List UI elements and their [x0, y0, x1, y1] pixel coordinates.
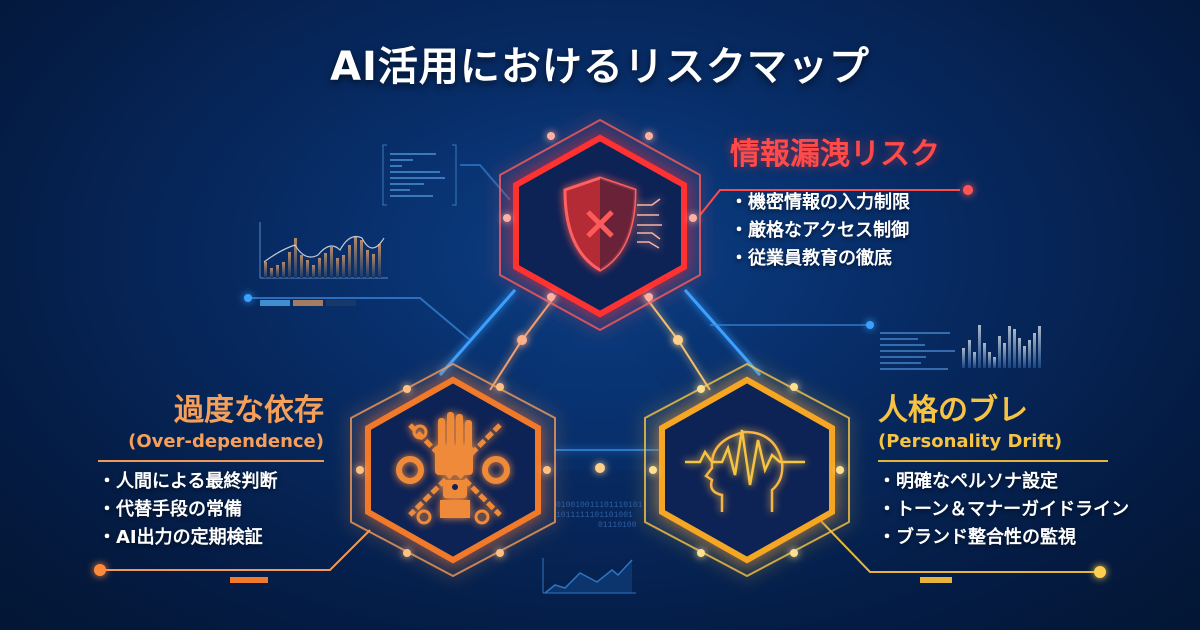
chained-hand-lock-icon: [396, 412, 510, 525]
list-item: 明確なペルソナ設定: [878, 468, 1108, 496]
svg-text:1011111101101001: 1011111101101001: [556, 511, 633, 520]
heading-personality-drift: 人格のブレ: [878, 393, 1028, 428]
shield-x-icon: [563, 176, 662, 272]
list-item: 厳格なアクセス制御: [730, 217, 940, 245]
svg-text:01110100: 01110100: [598, 521, 637, 530]
divider: [878, 460, 1108, 462]
panel-over-dependence: 過度な依存 (Over-dependence) 人間による最終判断 代替手段の常…: [98, 394, 324, 552]
heading-over-dependence: 過度な依存: [174, 393, 324, 428]
decor-bar-chart-right: [962, 325, 1041, 368]
list-item: 従業員教育の徹底: [730, 245, 940, 273]
divider: [98, 460, 324, 462]
heading-info-leak: 情報漏洩リスク: [730, 137, 940, 172]
list-item: ブランド整合性の監視: [878, 524, 1108, 552]
list-info-leak: 機密情報の入力制限 厳格なアクセス制御 従業員教育の徹底: [730, 189, 940, 273]
list-item: 人間による最終判断: [98, 468, 324, 496]
hexagon-dots-right: [649, 383, 844, 557]
list-over-dependence: 人間による最終判断 代替手段の常備 AI出力の定期検証: [98, 468, 324, 552]
decor-code-bracket: [382, 144, 457, 206]
hexagon-dots-left: [356, 383, 551, 557]
connector-dots: [94, 185, 1106, 578]
decor-line-chart-bottom: [542, 558, 636, 594]
blue-beams: [438, 289, 762, 451]
svg-text:010010011101110101: 010010011101110101: [556, 501, 643, 510]
decor-bar-chart-left: [259, 222, 388, 306]
head-waveform-icon: [685, 429, 805, 512]
decor-code-lines-right: [880, 332, 955, 370]
list-personality-drift: 明確なペルソナ設定 トーン＆マナーガイドライン ブランド整合性の監視: [878, 468, 1129, 552]
subheading-over-dependence: (Over-dependence): [128, 431, 324, 452]
subheading-personality-drift: (Personality Drift): [878, 431, 1063, 452]
list-item: 代替手段の常備: [98, 496, 324, 524]
page-title: AI活用におけるリスクマップ: [330, 44, 870, 90]
list-item: AI出力の定期検証: [98, 524, 324, 552]
decor-binary-text: 010010011101110101 1011111101101001 0111…: [556, 501, 643, 530]
hexagon-dots-top: [503, 132, 697, 301]
panel-info-leak: 情報漏洩リスク 機密情報の入力制限 厳格なアクセス制御 従業員教育の徹底: [730, 138, 940, 273]
decor-status-bars: [230, 577, 952, 583]
list-item: 機密情報の入力制限: [730, 189, 940, 217]
list-item: トーン＆マナーガイドライン: [878, 496, 1129, 524]
panel-personality-drift: 人格のブレ (Personality Drift) 明確なペルソナ設定 トーン＆…: [878, 393, 1129, 552]
